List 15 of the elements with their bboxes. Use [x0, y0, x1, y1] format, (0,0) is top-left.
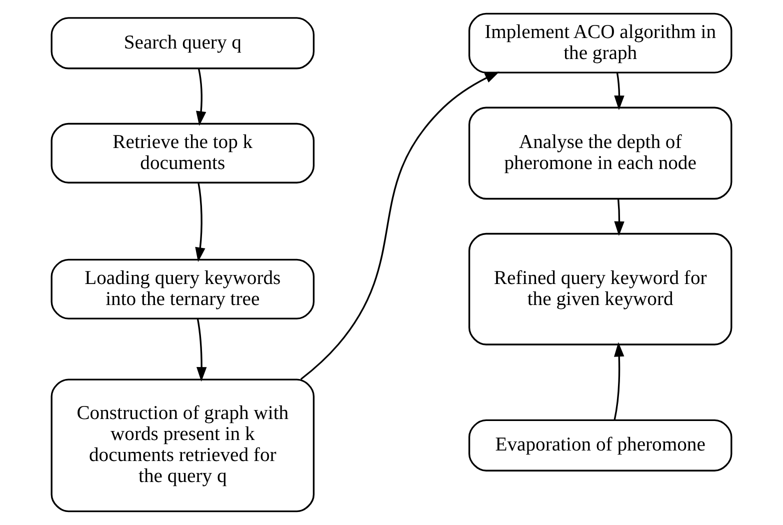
arrow	[300, 72, 500, 380]
arrow	[614, 342, 624, 420]
node-box: Implement ACO algorithm in the graph	[468, 12, 732, 74]
node-box: Evaporation of pheromone	[468, 419, 732, 472]
node-box: Construction of graph with words present in k documents retrieved for the query q	[50, 378, 315, 512]
node-box: Search query q	[50, 17, 315, 70]
arrow	[614, 198, 624, 236]
node-box: Retrieve the top k documents	[50, 122, 315, 184]
arrow	[614, 72, 624, 110]
arrow	[196, 318, 207, 382]
arrow	[195, 182, 206, 262]
node-box: Refined query keyword for the given keyword	[468, 232, 732, 346]
node-box: Analyse the depth of pheromone in each node	[468, 106, 732, 200]
node-box: Loading query keywords into the ternary tree	[50, 258, 315, 320]
arrow	[196, 68, 206, 126]
